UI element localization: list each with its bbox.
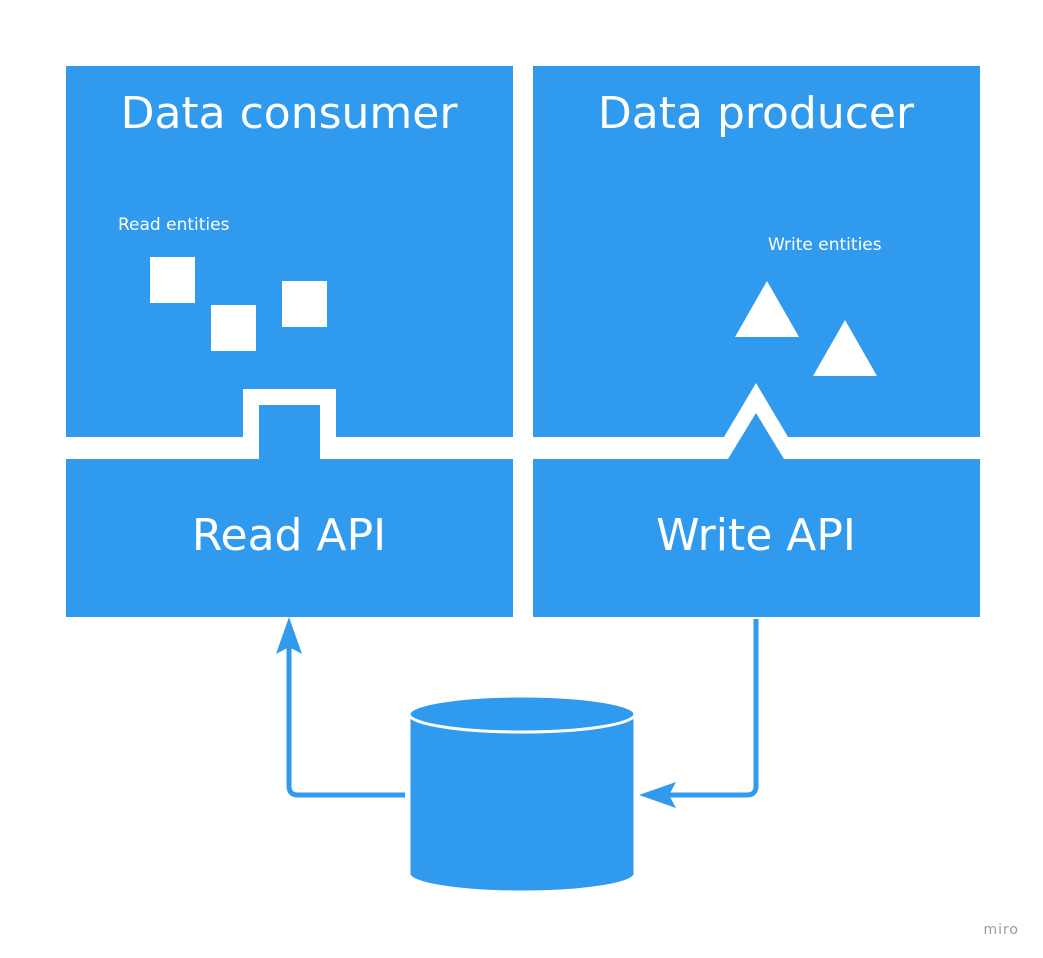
database-to-read-api-arrow bbox=[286, 630, 405, 798]
data-consumer-title: Data consumer bbox=[121, 88, 459, 139]
read-api-arrowhead bbox=[276, 617, 302, 654]
read-entities-label: Read entities bbox=[118, 215, 230, 235]
read-entity-square-2 bbox=[211, 305, 256, 351]
read-api-title: Read API bbox=[192, 510, 386, 561]
data-consumer-box bbox=[66, 66, 513, 437]
write-api-title: Write API bbox=[656, 510, 856, 561]
write-entities-label: Write entities bbox=[768, 235, 882, 255]
database-arrowhead bbox=[639, 782, 676, 808]
write-api-box bbox=[533, 413, 980, 617]
data-producer-title: Data producer bbox=[598, 88, 915, 139]
write-entity-triangle-1 bbox=[735, 281, 799, 337]
read-entity-square-3 bbox=[282, 281, 327, 327]
read-api-box bbox=[66, 405, 513, 617]
read-entity-square-1 bbox=[150, 257, 195, 303]
data-producer-box bbox=[533, 66, 980, 437]
write-api-to-database-arrow bbox=[652, 619, 759, 798]
database-cylinder bbox=[407, 694, 637, 894]
write-entity-triangle-2 bbox=[813, 320, 877, 376]
miro-watermark: miro bbox=[983, 922, 1019, 938]
